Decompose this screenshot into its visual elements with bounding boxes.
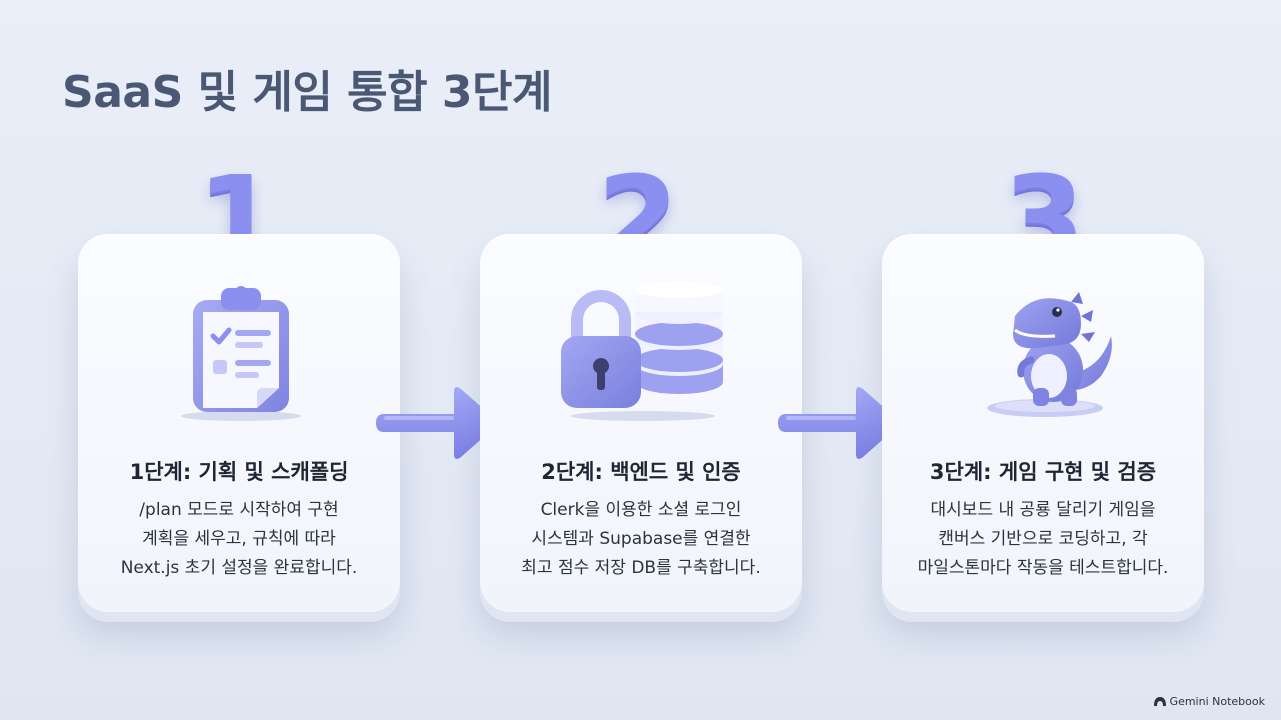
- step-3-description: 대시보드 내 공룡 달리기 게임을 캔버스 기반으로 코딩하고, 각 마일스톤마…: [892, 496, 1194, 583]
- step-1-heading: 1단계: 기획 및 스캐폴딩: [129, 460, 349, 484]
- step-1-card: 1단계: 기획 및 스캐폴딩 /plan 모드로 시작하여 구현 계획을 세우고…: [78, 234, 400, 612]
- step-1-line-3: Next.js 초기 설정을 완료합니다.: [120, 558, 358, 578]
- clipboard-checklist-icon: [181, 286, 301, 421]
- right-arrow-icon: [376, 387, 497, 459]
- step-2-line-3: 최고 점수 저장 DB를 구축합니다.: [521, 558, 761, 578]
- step-1-line-1: /plan 모드로 시작하여 구현: [139, 500, 339, 520]
- step-2-line-1: Clerk을 이용한 소셜 로그인: [540, 500, 742, 520]
- step-2-description: Clerk을 이용한 소셜 로그인 시스템과 Supabase를 연결한 최고 …: [490, 496, 792, 583]
- step-3-line-3: 마일스톤마다 작동을 테스트합니다.: [917, 558, 1169, 578]
- footer-brand: Gemini Notebook: [1153, 695, 1265, 708]
- step-3-heading: 3단계: 게임 구현 및 검증: [929, 460, 1157, 484]
- dinosaur-icon: [987, 292, 1112, 417]
- step-2-heading: 2단계: 백엔드 및 인증: [541, 460, 741, 484]
- step-1-line-2: 계획을 세우고, 규칙에 따라: [142, 529, 336, 549]
- step-1-description: /plan 모드로 시작하여 구현 계획을 세우고, 규칙에 따라 Next.j…: [88, 496, 390, 583]
- step-2-card: 2단계: 백엔드 및 인증 Clerk을 이용한 소셜 로그인 시스템과 Sup…: [480, 234, 802, 612]
- lock-database-icon: [561, 282, 723, 421]
- gemini-notebook-icon: [1153, 697, 1166, 706]
- right-arrow-icon: [778, 387, 899, 459]
- step-3-card: 3단계: 게임 구현 및 검증 대시보드 내 공룡 달리기 게임을 캔버스 기반…: [882, 234, 1204, 612]
- page-title: SaaS 및 게임 통합 3단계: [62, 67, 553, 118]
- step-2-line-2: 시스템과 Supabase를 연결한: [531, 529, 751, 549]
- footer-brand-label: Gemini Notebook: [1169, 695, 1265, 708]
- step-3-line-2: 캔버스 기반으로 코딩하고, 각: [938, 529, 1148, 549]
- step-3-line-1: 대시보드 내 공룡 달리기 게임을: [930, 500, 1156, 520]
